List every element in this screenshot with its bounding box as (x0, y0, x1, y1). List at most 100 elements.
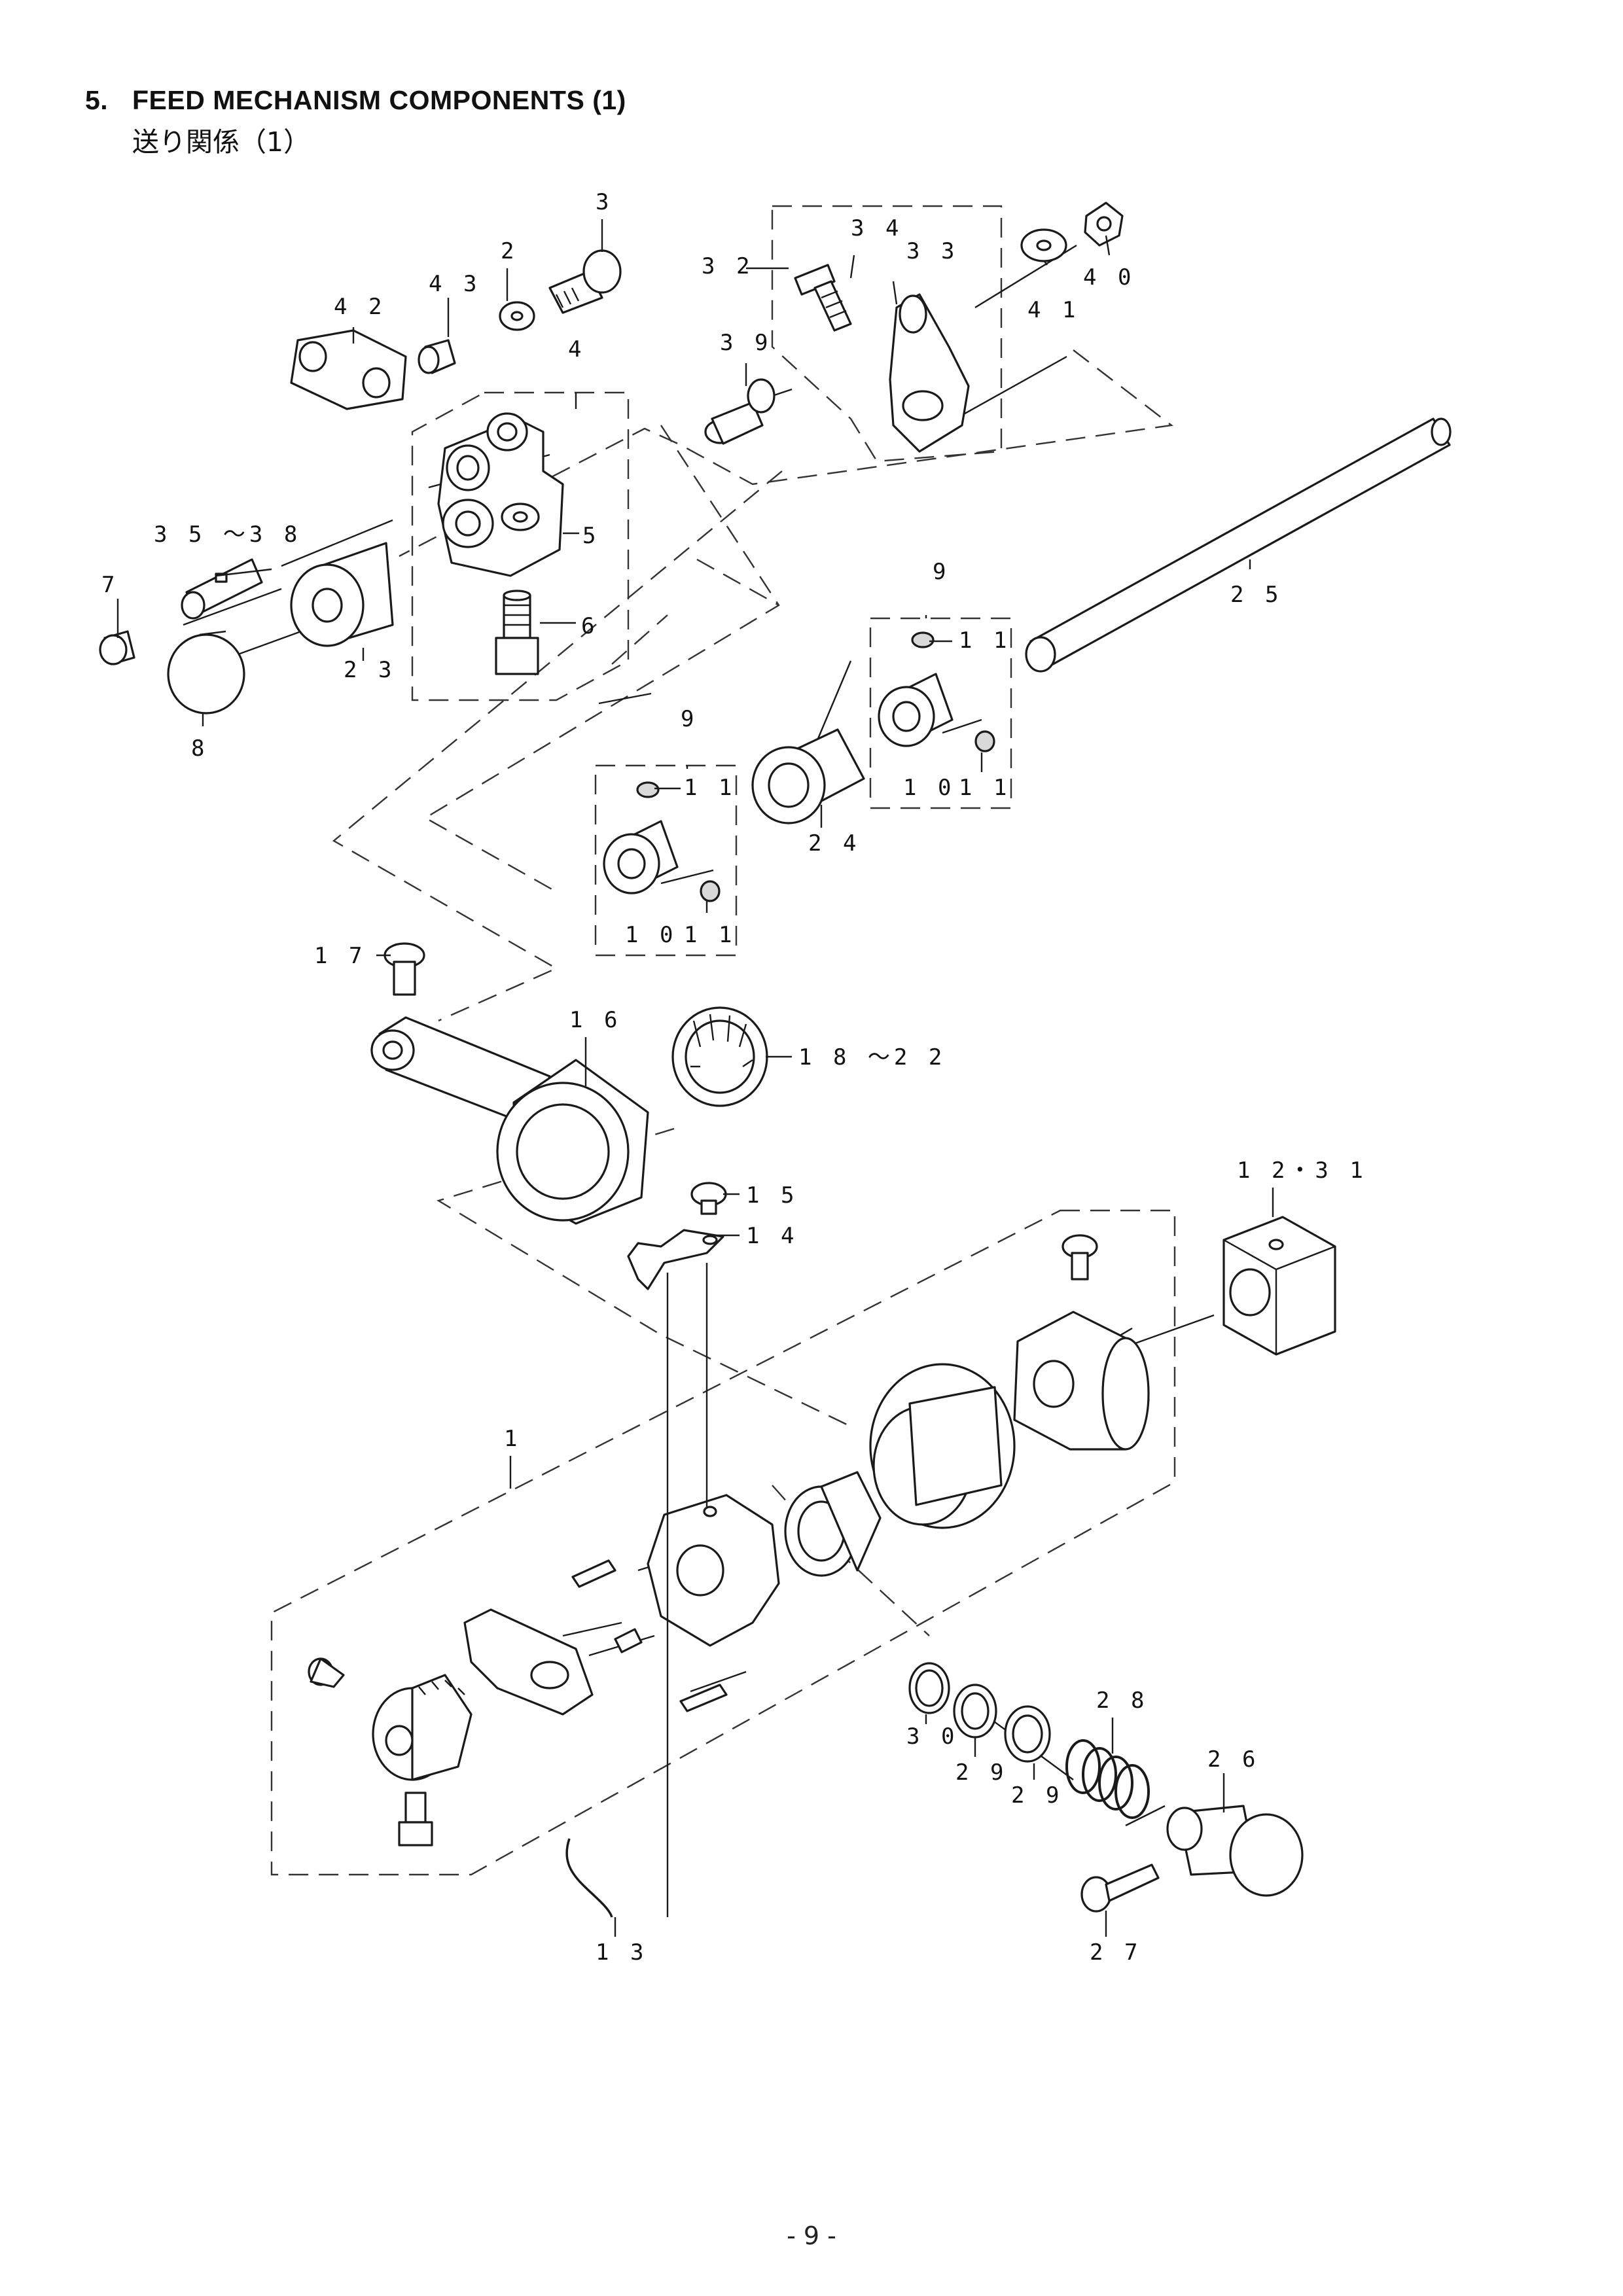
callout-16: 1 6 (569, 1007, 621, 1033)
callout-13: 1 3 (596, 1939, 647, 1966)
part-1-dial-setscrew (308, 1657, 345, 1688)
callout-39: 3 9 (720, 330, 772, 356)
part-1-pin-lower (679, 1684, 728, 1712)
part-1-slide-block (1013, 1311, 1150, 1451)
callout-18-22: 1 8 ～2 2 (798, 1044, 946, 1070)
callout-11-left-b: 1 1 (684, 922, 736, 948)
part-11-setscrew-right-a (911, 631, 935, 648)
group-outline-9-left (594, 764, 738, 957)
part-41-washer (1020, 228, 1067, 262)
part-26-shaft (1166, 1805, 1304, 1897)
part-12-31-block (1222, 1216, 1336, 1356)
leader-lines (116, 219, 1274, 1937)
callout-41: 4 1 (1027, 297, 1079, 323)
part-6-bolt (495, 590, 539, 675)
callout-6: 6 (581, 613, 598, 639)
part-17-screw (383, 942, 425, 996)
section-title-text: FEED MECHANISM COMPONENTS (1) (132, 85, 626, 115)
part-27-screw (1080, 1863, 1160, 1913)
part-11-setscrew-left-b (700, 880, 721, 902)
callout-11-right-b: 1 1 (959, 775, 1010, 801)
section-title: 5. FEED MECHANISM COMPONENTS (1) (85, 85, 626, 116)
group-outline-32 (771, 205, 1003, 463)
callout-17: 1 7 (314, 943, 366, 969)
part-29-washer-b (1004, 1705, 1051, 1763)
part-1-base-plate (647, 1494, 780, 1647)
part-39-stud (704, 378, 776, 445)
callout-23: 2 3 (344, 657, 395, 683)
callout-9-right: 9 (933, 559, 950, 585)
part-1-bushing (784, 1471, 882, 1577)
part-7-cap (99, 630, 135, 665)
part-3-screw (548, 249, 622, 314)
section-title-japanese: 送り関係（1） (132, 126, 311, 158)
part-10-collar-left (603, 820, 679, 894)
part-43-bushing (418, 339, 456, 374)
part-1-knurled-dial (372, 1674, 473, 1781)
assembly-path-upper (399, 349, 1174, 557)
part-8-plug (167, 630, 245, 715)
part-4-bracket (437, 412, 564, 577)
group-outline-1 (270, 1209, 1176, 1876)
callout-10-left: 1 0 (625, 922, 677, 948)
part-1-small-screw (614, 1628, 643, 1653)
callout-43: 4 3 (429, 271, 480, 297)
callout-25: 2 5 (1230, 582, 1282, 608)
part-10-collar-right (878, 673, 954, 747)
group-outline-9-right (869, 617, 1012, 809)
callout-3: 3 (596, 189, 613, 215)
part-25-shaft (1025, 417, 1452, 673)
part-13-wire-spring (565, 1838, 613, 1918)
part-24-bushing (751, 728, 865, 824)
assembly-path-lower (423, 425, 780, 891)
callout-9-left: 9 (681, 706, 698, 732)
part-40-nut (1084, 202, 1124, 247)
part-15-screw (690, 1182, 727, 1215)
part-14-spring-plate (627, 1229, 724, 1290)
callout-35-38: 3 5 ～3 8 (154, 521, 301, 548)
part-30-ring (908, 1662, 950, 1714)
part-1-pin-upper (571, 1559, 616, 1588)
part-23-eccentric (290, 542, 394, 647)
callout-11-left-a: 1 1 (684, 775, 736, 801)
callout-30: 3 0 (906, 1723, 958, 1750)
callout-12-31: 1 2・3 1 (1237, 1157, 1367, 1184)
group-outline-4 (411, 391, 630, 701)
callout-34: 3 4 (851, 215, 902, 241)
part-18-22-bearing (671, 1006, 768, 1107)
callout-42: 4 2 (334, 294, 385, 320)
part-16-connecting-rod (370, 1016, 649, 1225)
callout-29-b: 2 9 (1011, 1782, 1063, 1809)
part-2-washer (499, 301, 535, 331)
callout-10-right: 1 0 (903, 775, 955, 801)
part-1-top-screw (1061, 1234, 1098, 1280)
part-35-38-sleeve (181, 558, 263, 620)
section-heading: 5. FEED MECHANISM COMPONENTS (1) 送り関係（1） (85, 85, 626, 159)
callout-33: 3 3 (906, 238, 958, 264)
part-11-setscrew-right-b (974, 730, 995, 752)
part-28-coil-spring (1065, 1739, 1150, 1819)
page-number: - 9 - (787, 2221, 836, 2250)
callout-32: 3 2 (702, 253, 753, 279)
callout-11-right-a: 1 1 (959, 627, 1010, 654)
part-1-lever-plate (463, 1608, 594, 1716)
callout-28: 2 8 (1096, 1687, 1148, 1714)
callout-26: 2 6 (1207, 1746, 1259, 1773)
part-33-arm (889, 293, 970, 453)
part-29-washer-a (953, 1684, 997, 1739)
part-42-link (290, 329, 407, 410)
callout-1: 1 (504, 1426, 521, 1452)
callout-14: 1 4 (746, 1223, 798, 1249)
callout-15: 1 5 (746, 1182, 798, 1209)
callout-29-a: 2 9 (955, 1759, 1007, 1786)
part-1-eccentric-cam (869, 1363, 1016, 1529)
part-1-bottom-bolt (398, 1792, 433, 1846)
assembly-path-middle (332, 470, 783, 1022)
section-number: 5. (85, 85, 109, 115)
callout-2: 2 (501, 238, 518, 264)
part-11-setscrew-left-a (636, 781, 660, 798)
callout-4: 4 (568, 336, 585, 362)
callout-7: 7 (101, 572, 118, 598)
callout-8: 8 (191, 735, 208, 762)
